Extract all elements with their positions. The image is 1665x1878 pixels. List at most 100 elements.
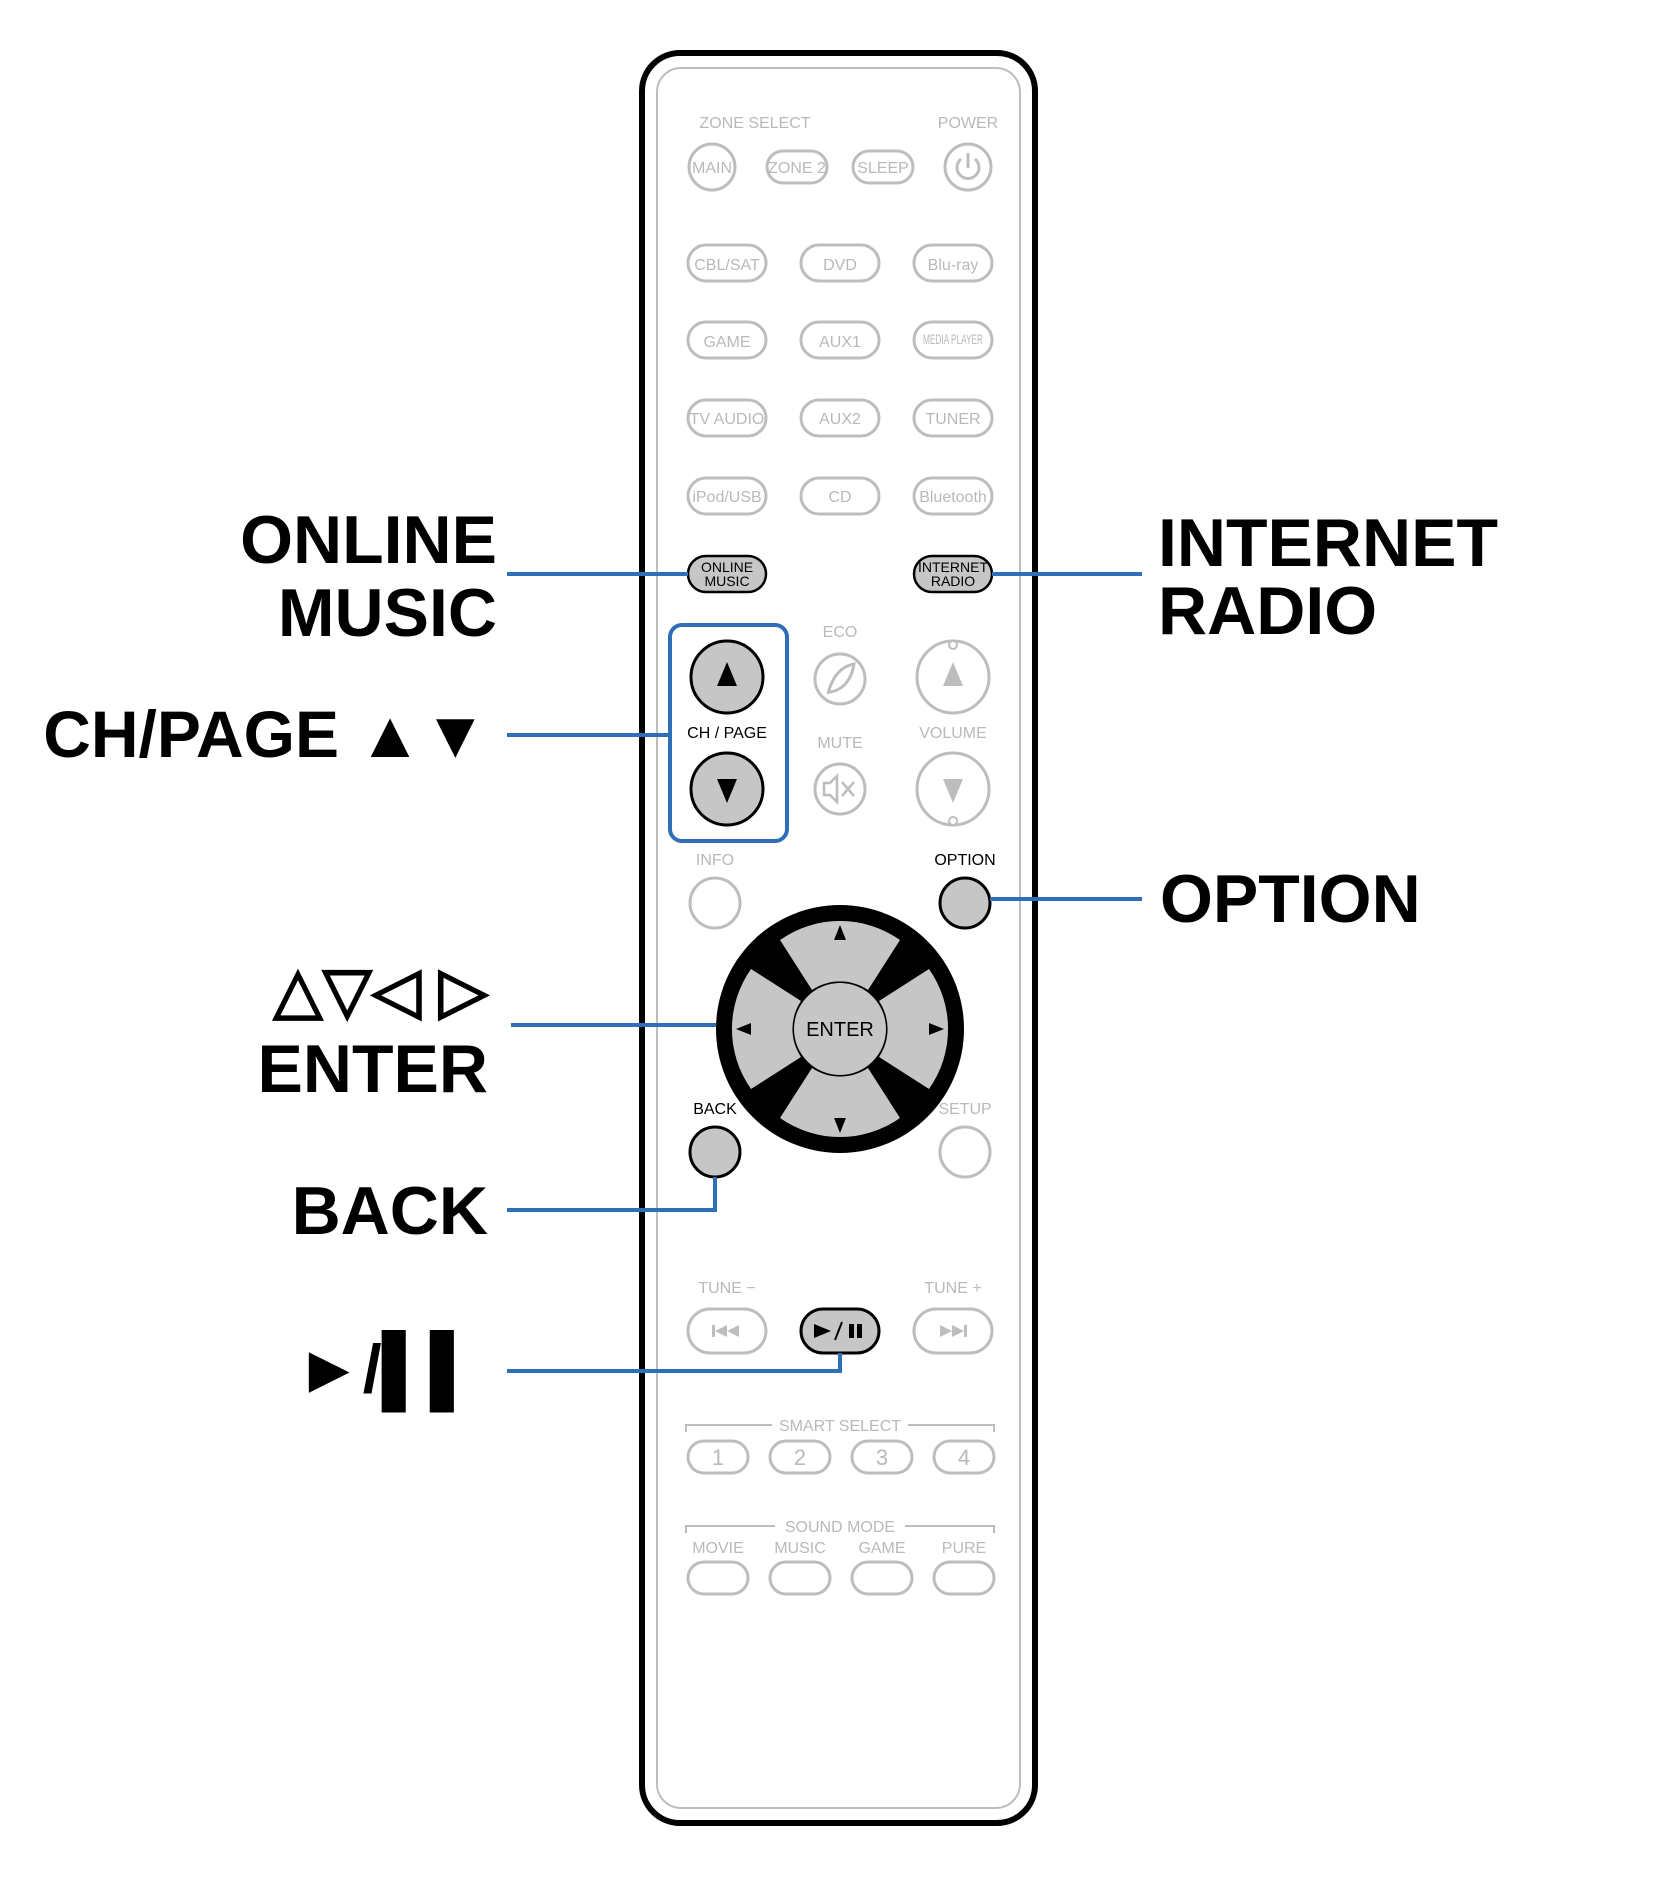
volume-down-icon — [943, 779, 963, 803]
callout-option: OPTION — [1160, 861, 1421, 937]
power-button[interactable] — [943, 142, 993, 192]
volume-down-button[interactable] — [915, 751, 991, 827]
dpad-up-button[interactable] — [780, 920, 900, 990]
sound-mode-movie-button[interactable] — [686, 1560, 750, 1596]
sound-mode-pure-label: PURE — [942, 1540, 986, 1557]
online-music-button-line1: ONLINE — [701, 559, 753, 575]
tv-audio-label: TV AUDIO — [690, 411, 765, 428]
smart-select-2-button[interactable]: 2 — [768, 1439, 832, 1475]
eco-label: ECO — [823, 624, 858, 641]
callout-arrows: △▽◁ ▷ — [271, 954, 490, 1026]
online-music-button-line2: MUSIC — [704, 573, 749, 589]
tune-minus-label: TUNE − — [698, 1280, 755, 1297]
callout-enter: ENTER — [258, 1031, 488, 1107]
online-music-button[interactable]: ONLINE MUSIC — [686, 554, 768, 594]
zone2-button[interactable]: ZONE 2 — [765, 149, 829, 185]
bluray-button[interactable]: Blu-ray — [912, 243, 994, 283]
zone2-label: ZONE 2 — [768, 160, 826, 177]
enter-button[interactable] — [794, 983, 886, 1075]
callout-internet-radio-line2: RADIO — [1158, 573, 1377, 649]
cbl-sat-button[interactable]: CBL/SAT — [686, 243, 768, 283]
bluetooth-button[interactable]: Bluetooth — [912, 476, 994, 516]
sound-mode-movie-label: MOVIE — [692, 1540, 744, 1557]
media-player-button[interactable]: MEDIA PLAYER — [912, 320, 994, 360]
callout-play-pause: ►/▌▌ — [295, 1330, 478, 1413]
cd-label: CD — [828, 489, 851, 506]
smart-select-4-button[interactable]: 4 — [932, 1439, 996, 1475]
cbl-sat-label: CBL/SAT — [694, 257, 760, 274]
mute-button[interactable] — [813, 762, 867, 816]
sound-mode-pure-button[interactable] — [932, 1560, 996, 1596]
bluray-label: Blu-ray — [928, 257, 979, 274]
power-label: POWER — [938, 115, 998, 132]
internet-radio-button-line2: RADIO — [931, 573, 975, 589]
sound-mode-label: SOUND MODE — [785, 1519, 895, 1536]
ch-page-up-button[interactable] — [689, 639, 765, 715]
info-label: INFO — [696, 852, 734, 869]
arrow-left-icon — [736, 1023, 751, 1035]
speaker-mute-icon — [822, 772, 855, 806]
skip-back-icon — [712, 1325, 739, 1337]
bluetooth-label: Bluetooth — [919, 489, 987, 506]
previous-track-button[interactable] — [686, 1307, 768, 1355]
smart-select-2-label: 2 — [794, 1445, 806, 1470]
smart-select-bracket — [685, 1424, 995, 1432]
ipod-usb-button[interactable]: iPod/USB — [686, 476, 768, 516]
internet-radio-button[interactable]: INTERNET RADIO — [912, 554, 994, 594]
callout-ch-page: CH/PAGE ▲▼ — [43, 697, 488, 771]
callout-online-music-line1: ONLINE — [240, 502, 497, 578]
play-pause-button[interactable] — [799, 1307, 881, 1355]
callout-lines — [507, 572, 1142, 1373]
triangle-up-icon — [717, 662, 737, 686]
arrow-down-icon — [834, 1118, 846, 1133]
dpad-left-button[interactable] — [731, 969, 801, 1089]
game-label: GAME — [703, 334, 750, 351]
eco-button[interactable] — [813, 652, 867, 706]
option-button[interactable] — [938, 876, 992, 930]
smart-select-1-button[interactable]: 1 — [686, 1439, 750, 1475]
aux1-label: AUX1 — [819, 334, 861, 351]
setup-label: SETUP — [938, 1101, 991, 1118]
source-row-4: iPod/USB CD Bluetooth — [686, 476, 994, 516]
smart-select-4-label: 4 — [958, 1445, 970, 1470]
back-button[interactable] — [688, 1125, 742, 1179]
callout-back: BACK — [292, 1173, 488, 1249]
ch-page-label: CH / PAGE — [687, 725, 767, 742]
dvd-button[interactable]: DVD — [799, 243, 881, 283]
volume-up-icon — [943, 662, 963, 686]
dpad-down-button[interactable] — [780, 1068, 900, 1138]
next-track-button[interactable] — [912, 1307, 994, 1355]
callout-internet-radio-line1: INTERNET — [1158, 505, 1498, 581]
ch-page-down-button[interactable] — [689, 751, 765, 827]
info-button[interactable] — [688, 876, 742, 930]
tune-plus-label: TUNE + — [924, 1280, 981, 1297]
cd-button[interactable]: CD — [799, 476, 881, 516]
smart-select-label: SMART SELECT — [779, 1418, 901, 1435]
aux1-button[interactable]: AUX1 — [799, 320, 881, 360]
tv-audio-button[interactable]: TV AUDIO — [686, 398, 768, 438]
aux2-button[interactable]: AUX2 — [799, 398, 881, 438]
option-label: OPTION — [934, 852, 995, 869]
back-leader — [507, 1177, 717, 1212]
main-zone-button[interactable]: MAIN — [687, 142, 737, 192]
volume-up-button[interactable] — [915, 639, 991, 715]
sound-mode-music-button[interactable] — [768, 1560, 832, 1596]
internet-radio-button-line1: INTERNET — [918, 559, 988, 575]
tuner-label: TUNER — [925, 411, 980, 428]
dpad: ENTER — [716, 905, 964, 1153]
zone-select-label: ZONE SELECT — [699, 115, 810, 132]
dvd-label: DVD — [823, 257, 857, 274]
power-icon — [955, 153, 981, 180]
source-row-3: TV AUDIO AUX2 TUNER — [686, 398, 994, 438]
dpad-right-button[interactable] — [879, 969, 949, 1089]
leaf-icon — [826, 662, 856, 695]
smart-select-3-button[interactable]: 3 — [850, 1439, 914, 1475]
tuner-button[interactable]: TUNER — [912, 398, 994, 438]
arrow-right-icon — [929, 1023, 944, 1035]
setup-button[interactable] — [938, 1125, 992, 1179]
sleep-button[interactable]: SLEEP — [851, 149, 915, 185]
sound-mode-game-button[interactable] — [850, 1560, 914, 1596]
game-button[interactable]: GAME — [686, 320, 768, 360]
smart-select-3-label: 3 — [876, 1445, 888, 1470]
